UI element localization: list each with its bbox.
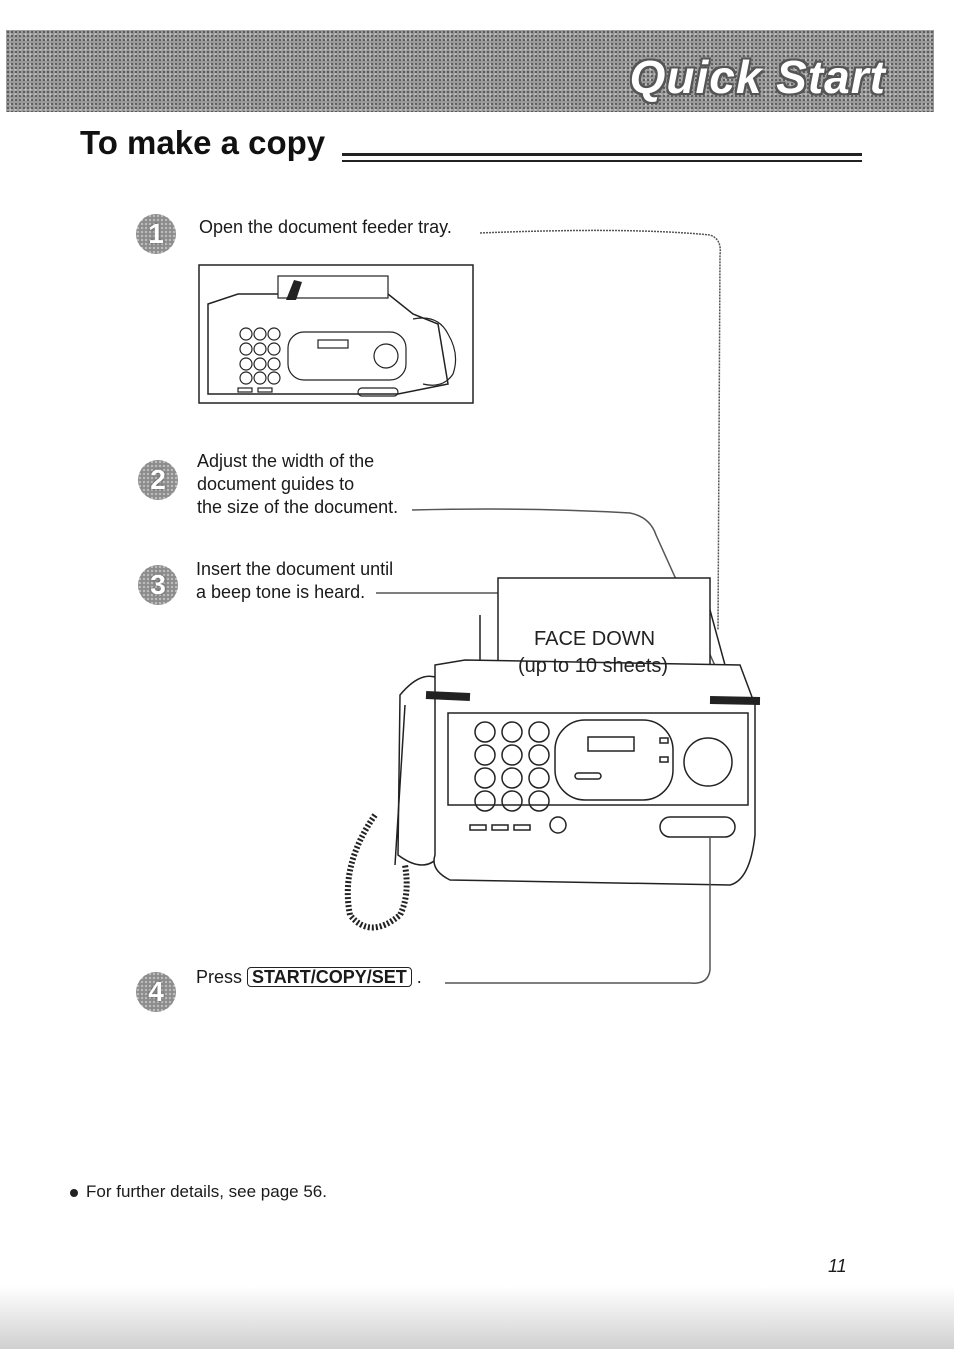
step-number-2: 2 (138, 460, 178, 500)
step-number-3: 3 (138, 565, 178, 605)
footnote: For further details, see page 56. (70, 1182, 327, 1202)
step-2-text: Adjust the width of the document guides … (197, 450, 398, 519)
step-4-suffix: . (416, 967, 422, 987)
up-arrow-icon (286, 280, 302, 300)
step-3-line-1: Insert the document until (196, 559, 394, 579)
page-title: To make a copy (80, 124, 326, 161)
title-rule (342, 153, 862, 156)
header-banner (6, 30, 934, 112)
step-2-line-2: document guides to (197, 474, 355, 494)
banner-title: Quick Start (629, 51, 886, 103)
step-3-text: Insert the document until a beep tone is… (196, 558, 393, 604)
step-4-prefix: Press (196, 967, 243, 987)
footnote-text: For further details, see page 56. (86, 1182, 327, 1201)
page-number: 11 (828, 1256, 847, 1276)
step-number-4: 4 (136, 972, 176, 1012)
step-2-line-3: the size of the document. (197, 497, 399, 517)
step-1-text: Open the document feeder tray. (199, 217, 452, 237)
face-down-callout: FACE DOWN (534, 628, 655, 650)
feeder-tray-illustration (198, 264, 474, 404)
bullet-icon (70, 1188, 78, 1197)
title-rule-lower (342, 160, 862, 162)
step-2-line-1: Adjust the width of the (197, 451, 375, 471)
start-copy-set-key: START/COPY/SET (247, 967, 412, 987)
scan-edge-texture (0, 1286, 954, 1349)
step-4-text: Press START/COPY/SET . (196, 966, 422, 989)
step-number-1: 1 (136, 214, 176, 254)
sheet-limit-callout: (up to 10 sheets) (518, 655, 668, 677)
fax-machine-illustration: FACE DOWN (up to 10 sheets) (344, 229, 761, 984)
step-3-line-2: a beep tone is heard. (196, 582, 366, 602)
